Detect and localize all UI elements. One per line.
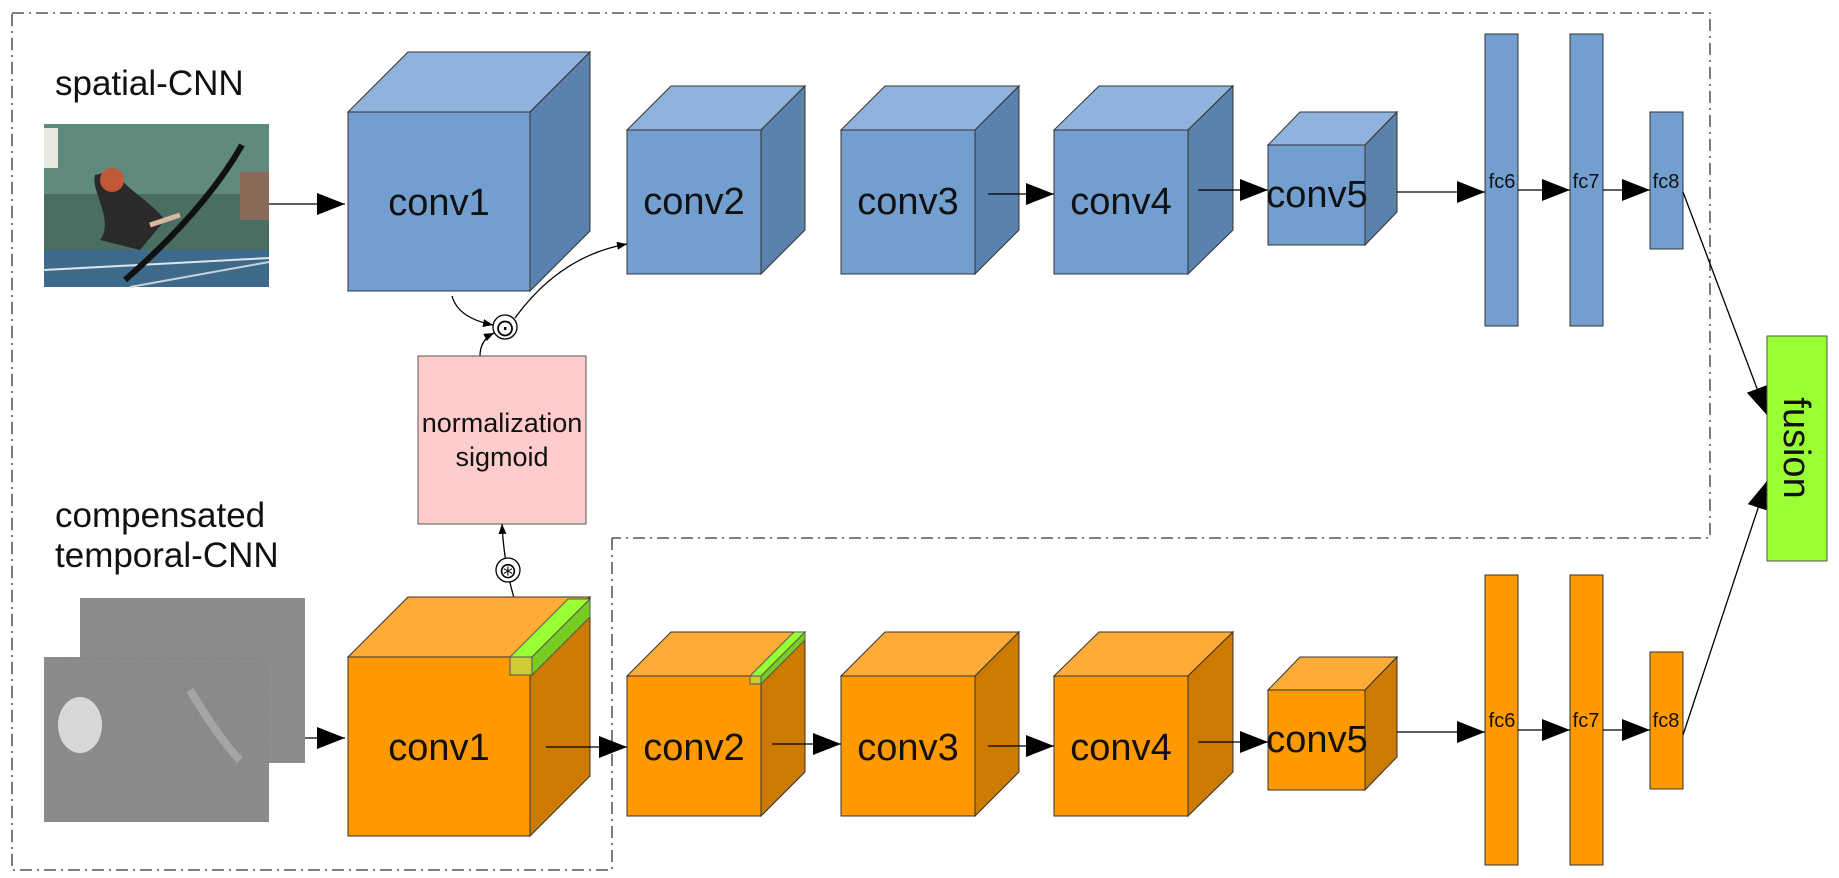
spatial-fc7-label: fc7	[1573, 171, 1600, 193]
sigmoid-label: sigmoid	[455, 442, 548, 472]
temporal-conv5-label: conv5	[1266, 719, 1367, 761]
temporal-conv2-highlight	[748, 630, 807, 686]
spatial-fc6-layer	[1484, 33, 1519, 327]
normalization-sigmoid-box	[417, 355, 587, 525]
fusion-label: fusion	[1775, 397, 1817, 498]
spatial-fc6-label: fc6	[1489, 171, 1516, 193]
spatial-conv2-label: conv2	[643, 181, 744, 223]
temporal-conv5-block: conv5	[1266, 655, 1399, 792]
spatial-fc7-layer	[1569, 33, 1604, 327]
spatial-conv3-block: conv3	[839, 84, 1021, 276]
temporal-fc8-layer	[1649, 651, 1684, 790]
spatial-stream-title: spatial-CNN	[55, 64, 244, 103]
temporal-stream-boundary	[11, 13, 613, 871]
rgb-frame-image	[43, 124, 270, 288]
temporal-conv4-block: conv4	[1052, 630, 1235, 818]
multiply-to-conv2-arrow	[514, 241, 628, 319]
temporal-fc7-layer	[1569, 574, 1604, 866]
spatial-conv5-block: conv5	[1266, 110, 1399, 247]
temporal-fc6-layer	[1484, 574, 1519, 866]
conv1-to-multiply-arrow	[451, 295, 494, 327]
spatial-stream-boundary	[12, 12, 1711, 539]
temporal-stream-title: compensated	[55, 496, 265, 535]
spatial-conv1-block: conv1	[346, 50, 592, 293]
convolution-node	[495, 557, 521, 583]
multiply-node	[492, 314, 518, 340]
temporal-conv2-label: conv2	[643, 727, 744, 769]
fusion-box	[1766, 335, 1828, 562]
temporal-fc8-label: fc8	[1653, 710, 1680, 732]
spatial-fc8-to-fusion-arrow	[1682, 191, 1768, 416]
temporal-fc7-label: fc7	[1573, 710, 1600, 732]
optical-flow-images	[44, 598, 305, 822]
temporal-conv1-label: conv1	[388, 727, 489, 769]
temporal-conv3-label: conv3	[857, 727, 958, 769]
spatial-conv4-block: conv4	[1052, 84, 1235, 276]
convolution-symbol: ⊛	[499, 559, 517, 584]
spatial-conv4-label: conv4	[1070, 181, 1171, 223]
temporal-stream-subtitle: temporal-CNN	[55, 536, 279, 575]
temporal-fc8-to-fusion-arrow	[1682, 480, 1769, 736]
spatial-conv3-label: conv3	[857, 181, 958, 223]
spatial-conv2-block: conv2	[625, 84, 807, 276]
multiply-symbol: ⊙	[495, 314, 515, 342]
spatial-conv5-label: conv5	[1266, 174, 1367, 216]
temporal-conv4-label: conv4	[1070, 727, 1171, 769]
temporal-conv3-block: conv3	[839, 630, 1021, 818]
spatial-conv1-label: conv1	[388, 182, 489, 224]
temporal-fc6-label: fc6	[1489, 710, 1516, 732]
temporal-conv1-highlight	[508, 597, 592, 677]
gate-to-multiply-arrow	[479, 332, 495, 357]
spatial-fc8-label: fc8	[1653, 171, 1680, 193]
normalization-label: normalization	[422, 408, 583, 438]
spatial-fc8-layer	[1649, 111, 1684, 250]
